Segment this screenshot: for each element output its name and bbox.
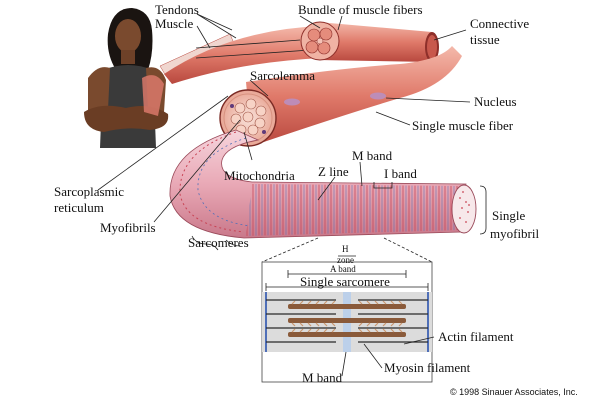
muscle-belly <box>159 26 322 84</box>
myofibril-end <box>451 184 477 234</box>
leader-lines <box>97 13 471 223</box>
label-sarcomeres: Sarcomeres <box>188 235 249 250</box>
label-single-myofibril-2: myofibril <box>490 226 539 241</box>
label-sarcoplasmic-2: reticulum <box>54 200 104 215</box>
myofibril-stripes <box>246 184 462 236</box>
label-a-band: A band <box>330 264 356 274</box>
label-tendons: Tendons <box>155 2 199 17</box>
label-connective-1: Connective <box>470 16 529 31</box>
myofibril <box>169 129 477 251</box>
left-shoulder <box>88 67 110 112</box>
label-nucleus: Nucleus <box>474 94 517 109</box>
sarcomere-bracket-a <box>191 235 219 251</box>
sarcomere-bracket-b <box>225 239 241 247</box>
copyright-notice: © 1998 Sinauer Associates, Inc. <box>450 387 578 397</box>
label-i-band: I band <box>384 166 417 181</box>
labels: Tendons Muscle Bundle of muscle fibers C… <box>54 2 578 397</box>
label-single-sarcomere: Single sarcomere <box>300 274 390 289</box>
single-myofibril-bracket <box>479 185 487 235</box>
exposed-arm-muscle <box>142 75 164 116</box>
label-zone: zone <box>337 255 354 265</box>
label-connective-2: tissue <box>470 32 500 47</box>
label-h: H <box>342 244 349 254</box>
label-sarcoplasmic-1: Sarcoplasmic <box>54 184 124 199</box>
label-actin: Actin filament <box>438 329 514 344</box>
label-m-band-bottom: M band <box>302 370 343 385</box>
label-myosin: Myosin filament <box>384 360 471 375</box>
bundle-body <box>318 22 432 62</box>
nucleus-shape <box>370 92 386 100</box>
label-sarcolemma: Sarcolemma <box>250 68 315 83</box>
label-z-line: Z line <box>318 164 349 179</box>
label-myofibrils: Myofibrils <box>100 220 156 235</box>
label-single-myofibril-1: Single <box>492 208 525 223</box>
myosin-filaments <box>288 300 406 337</box>
label-bundle: Bundle of muscle fibers <box>298 2 423 17</box>
fiber-body <box>246 46 462 146</box>
neck <box>121 50 135 64</box>
face <box>115 19 141 53</box>
sarcomere-inset <box>261 237 433 383</box>
label-single-fiber: Single muscle fiber <box>412 118 514 133</box>
label-m-band-top: M band <box>352 148 393 163</box>
label-muscle: Muscle <box>155 16 194 31</box>
fiber-bundle <box>300 21 439 62</box>
woman-figure <box>84 8 169 148</box>
label-mitochondria: Mitochondria <box>224 168 295 183</box>
